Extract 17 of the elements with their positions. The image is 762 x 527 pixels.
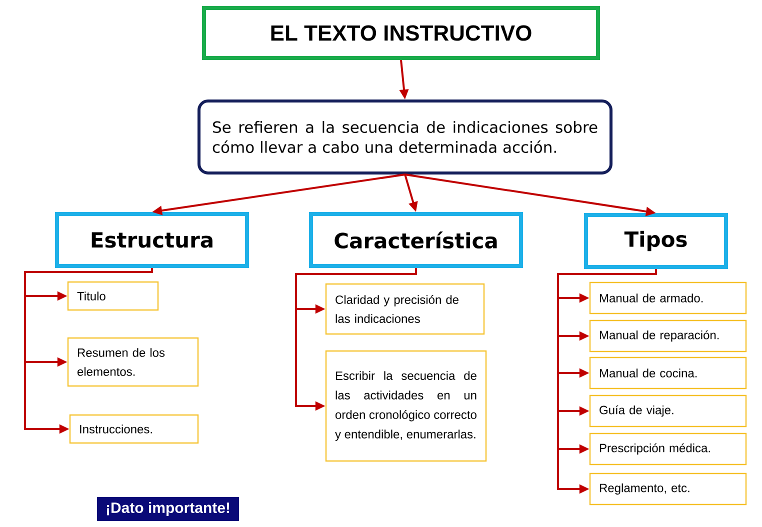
item-box: Prescripción médica. <box>589 432 747 466</box>
item-box: Guía de viaje. <box>589 394 747 428</box>
item-box: Resumen de los elementos. <box>67 337 199 387</box>
item-box: Escribir la secuencia de las actividades en un orden cronológico correcto y entendible, enumerarlas. <box>325 350 487 462</box>
item-box: Titulo <box>67 281 159 311</box>
item-box: Manual de armado. <box>589 282 747 314</box>
item-box: Manual de cocina. <box>589 356 747 390</box>
item-box: Manual de reparación. <box>589 320 747 352</box>
heading-box: Característica <box>309 212 523 268</box>
item-box: Claridad y precisión de las indicaciones <box>325 283 485 335</box>
label-badge: ¡Dato importante! <box>97 497 239 521</box>
heading-box: Estructura <box>55 212 249 268</box>
item-box: Reglamento, etc. <box>589 472 747 506</box>
item-box: Instrucciones. <box>69 414 199 444</box>
heading-box: Tipos <box>584 213 728 269</box>
description-box: Se refieren a la secuencia de indicaciones sobre cómo llevar a cabo una determinada acción. <box>198 100 612 174</box>
title-box: EL TEXTO INSTRUCTIVO <box>202 6 600 60</box>
